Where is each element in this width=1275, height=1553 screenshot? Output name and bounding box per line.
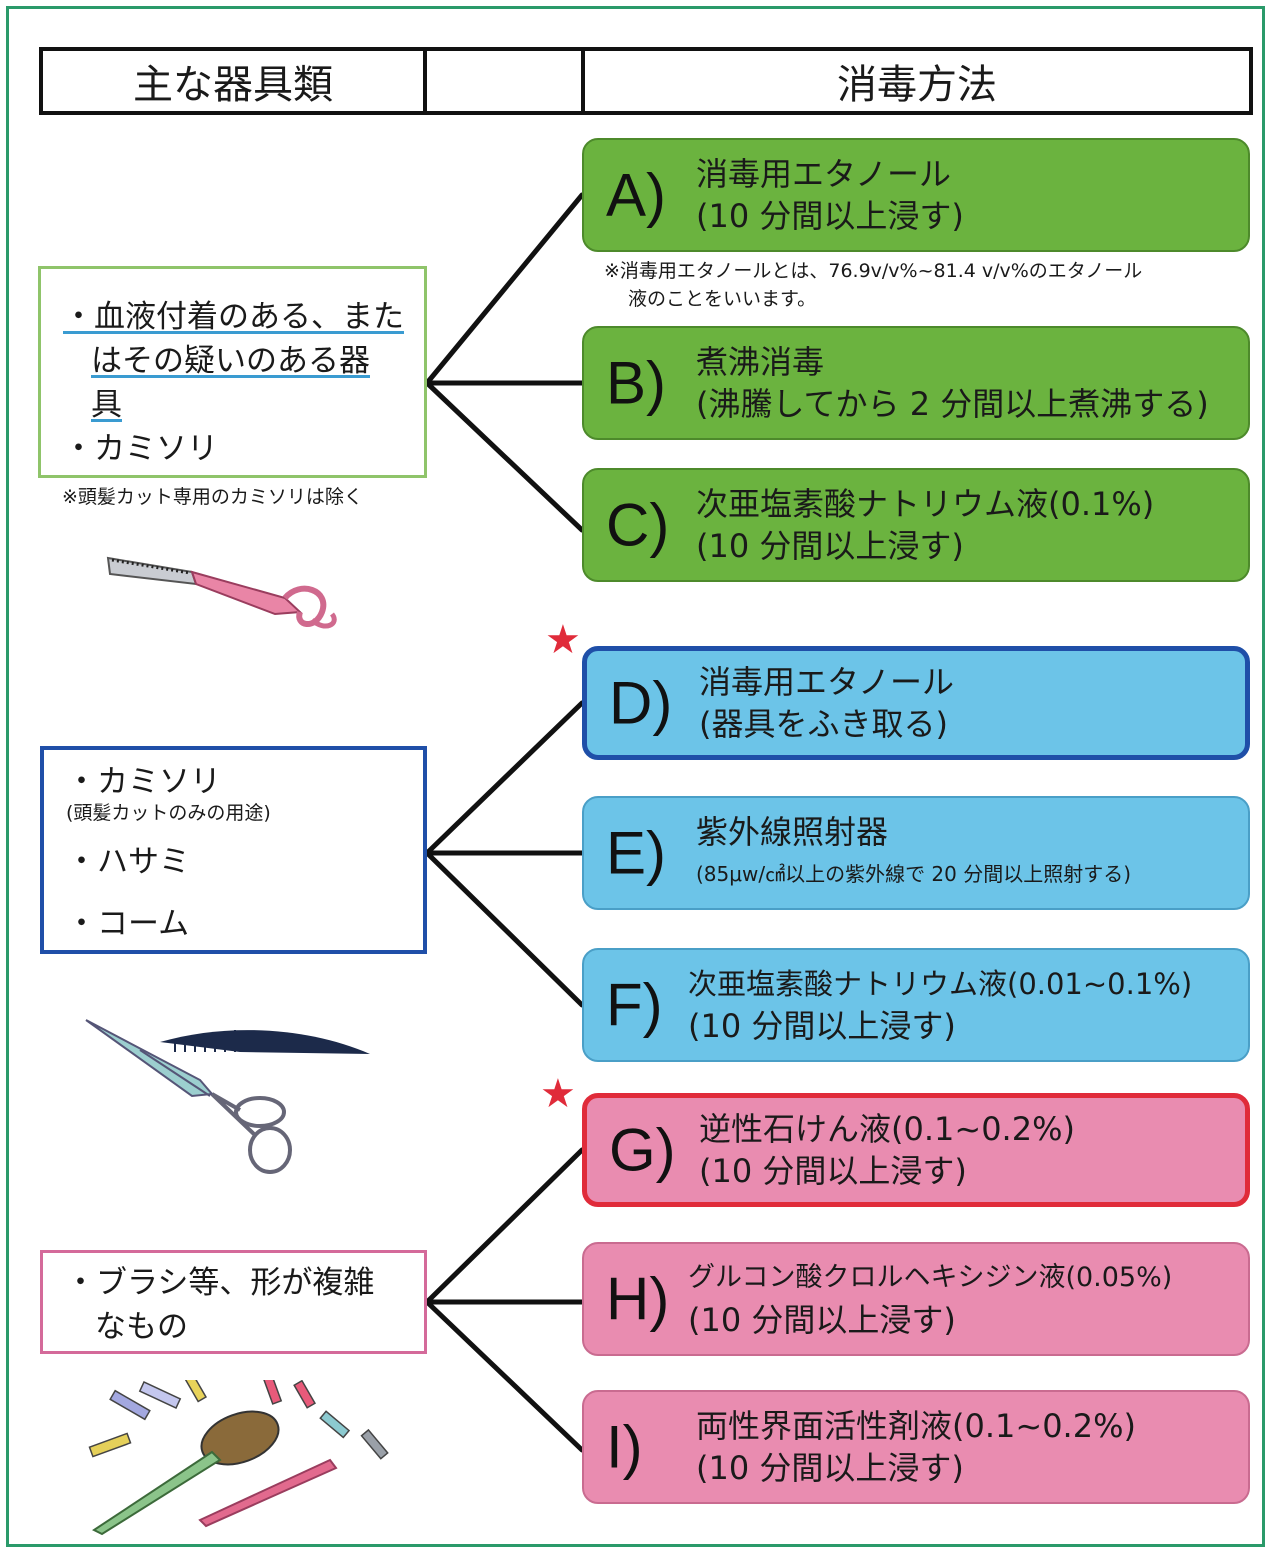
header-right-cell: 消毒方法 — [581, 47, 1253, 115]
method-letter-e: E) — [606, 819, 666, 887]
connector-line-i — [424, 1299, 585, 1453]
group1-note: ※頭髪カット専用のカミソリは除く — [62, 486, 363, 508]
method-box-c: C) 次亜塩素酸ナトリウム液(0.1%) (10 分間以上浸す) — [582, 468, 1250, 582]
method-c-name: 次亜塩素酸ナトリウム液(0.1%) — [696, 485, 1155, 523]
connector-line-g — [424, 1147, 585, 1305]
method-g-detail: (10 分間以上浸す) — [699, 1152, 967, 1190]
method-box-f: F) 次亜塩素酸ナトリウム液(0.01~0.1%) (10 分間以上浸す) — [582, 948, 1250, 1062]
star-mark-d: ★ — [545, 617, 581, 663]
method-letter-c: C) — [606, 491, 670, 559]
scissors-comb-illustration — [85, 1019, 370, 1174]
method-b-detail: (沸騰してから 2 分間以上煮沸する) — [696, 385, 1209, 423]
method-e-name: 紫外線照射器 — [696, 813, 889, 851]
group1-line1: ・血液付着のある、また — [63, 299, 404, 335]
method-letter-d: D) — [609, 669, 673, 737]
connector-line-c — [424, 380, 585, 533]
method-e-detail: (85μw/㎠以上の紫外線で 20 分間以上照射する) — [696, 862, 1132, 886]
connector-line-d — [424, 700, 585, 856]
group-box-razor-scissors-comb: ・カミソリ (頭髪カットのみの用途) ・ハサミ ・コーム — [40, 746, 427, 954]
method-box-d: D) 消毒用エタノール (器具をふき取る) — [582, 646, 1250, 760]
method-b-name: 煮沸消毒 — [696, 343, 825, 381]
ethanol-note-line1: ※消毒用エタノールとは、76.9v/v%~81.4 v/v%のエタノール — [604, 260, 1143, 282]
group1-line2: はその疑いのある器 — [91, 343, 370, 379]
group2-razor-note: (頭髪カットのみの用途) — [66, 802, 271, 824]
method-box-a: A) 消毒用エタノール (10 分間以上浸す) — [582, 138, 1250, 252]
method-i-name: 両性界面活性剤液(0.1~0.2%) — [696, 1407, 1136, 1445]
header-left-cell: 主な器具類 — [39, 47, 427, 115]
method-c-detail: (10 分間以上浸す) — [696, 527, 964, 565]
outer-frame — [6, 6, 1265, 1547]
method-box-h: H) グルコン酸クロルヘキシジン液(0.05%) (10 分間以上浸す) — [582, 1242, 1250, 1356]
method-h-name: グルコン酸クロルヘキシジン液(0.05%) — [688, 1262, 1173, 1293]
method-box-b: B) 煮沸消毒 (沸騰してから 2 分間以上煮沸する) — [582, 326, 1250, 440]
method-letter-f: F) — [606, 971, 663, 1039]
star-mark-g: ★ — [540, 1071, 576, 1117]
group1-line3: 具 — [91, 387, 122, 423]
connector-line-f — [424, 850, 585, 1008]
method-i-detail: (10 分間以上浸す) — [696, 1449, 964, 1487]
method-d-name: 消毒用エタノール — [699, 663, 955, 701]
method-letter-h: H) — [606, 1265, 670, 1333]
method-d-detail: (器具をふき取る) — [699, 705, 948, 743]
method-a-detail: (10 分間以上浸す) — [696, 197, 964, 235]
method-f-detail: (10 分間以上浸す) — [688, 1007, 956, 1045]
group1-line4: ・カミソリ — [63, 431, 218, 467]
group2-comb: ・コーム — [66, 906, 190, 942]
ethanol-note-line2: 液のことをいいます。 — [628, 288, 817, 310]
group-box-brushes: ・ブラシ等、形が複雑 なもの — [40, 1250, 427, 1354]
method-letter-a: A) — [606, 161, 666, 229]
method-letter-i: I) — [606, 1413, 643, 1481]
brushes-illustration — [88, 1380, 389, 1536]
header-right-label: 消毒方法 — [837, 62, 997, 108]
method-a-name: 消毒用エタノール — [696, 155, 952, 193]
method-box-i: I) 両性界面活性剤液(0.1~0.2%) (10 分間以上浸す) — [582, 1390, 1250, 1504]
header-spacer-cell — [423, 47, 585, 115]
razor-illustration — [106, 556, 337, 629]
group-box-blood-razor: ・血液付着のある、また はその疑いのある器 具 ・カミソリ — [38, 266, 427, 478]
group3-line1: ・ブラシ等、形が複雑 — [65, 1265, 375, 1301]
group2-scissors: ・ハサミ — [66, 844, 190, 880]
method-g-name: 逆性石けん液(0.1~0.2%) — [699, 1110, 1075, 1148]
method-h-detail: (10 分間以上浸す) — [688, 1301, 956, 1339]
group2-razor: ・カミソリ — [66, 764, 221, 800]
method-f-name: 次亜塩素酸ナトリウム液(0.01~0.1%) — [688, 967, 1193, 1001]
group3-line2: なもの — [95, 1309, 188, 1345]
method-box-e: E) 紫外線照射器 (85μw/㎠以上の紫外線で 20 分間以上照射する) — [582, 796, 1250, 910]
method-letter-b: B) — [606, 349, 666, 417]
method-letter-g: G) — [609, 1116, 676, 1184]
header-left-label: 主な器具類 — [133, 62, 333, 108]
connector-line-a — [424, 192, 585, 386]
method-box-g: G) 逆性石けん液(0.1~0.2%) (10 分間以上浸す) — [582, 1093, 1250, 1207]
